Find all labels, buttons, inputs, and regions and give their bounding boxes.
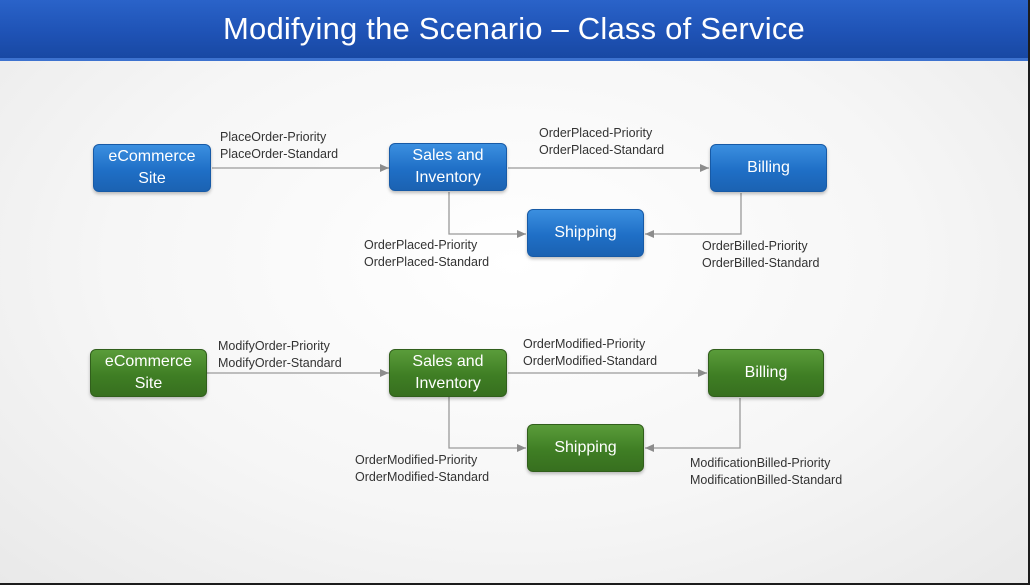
label-line: OrderModified-Priority <box>523 337 646 351</box>
connector-sales-to-shipping <box>448 397 526 452</box>
node-ecommerce-site: eCommerce Site <box>90 349 207 397</box>
slide-title: Modifying the Scenario – Class of Servic… <box>223 11 805 46</box>
label-line: PlaceOrder-Priority <box>220 130 327 144</box>
label-line: OrderModified-Priority <box>355 453 478 467</box>
label-line: OrderPlaced-Priority <box>539 126 653 140</box>
node-sales-and-inventory: Sales and Inventory <box>389 143 507 191</box>
label-line: ModificationBilled-Priority <box>690 456 831 470</box>
label-sales-to-shipping: OrderPlaced-Priority OrderPlaced-Standar… <box>364 237 489 271</box>
label-line: ModifyOrder-Priority <box>218 339 330 353</box>
label-line: OrderModified-Standard <box>523 354 658 368</box>
node-ecommerce-site: eCommerce Site <box>93 144 211 192</box>
connector-billing-to-shipping <box>645 398 741 452</box>
label-line: OrderBilled-Standard <box>702 256 820 270</box>
node-shipping: Shipping <box>527 209 644 257</box>
node-billing: Billing <box>708 349 824 397</box>
connector-billing-to-shipping <box>645 193 742 238</box>
node-shipping: Shipping <box>527 424 644 472</box>
label-sales-to-billing: OrderPlaced-Priority OrderPlaced-Standar… <box>539 125 664 159</box>
label-line: OrderPlaced-Standard <box>539 143 665 157</box>
label-sales-to-shipping: OrderModified-Priority OrderModified-Sta… <box>355 452 489 486</box>
label-billing-to-shipping: ModificationBilled-Priority Modification… <box>690 455 842 489</box>
label-line: OrderBilled-Priority <box>702 239 808 253</box>
title-bar: Modifying the Scenario – Class of Servic… <box>0 0 1028 61</box>
label-line: ModificationBilled-Standard <box>690 473 843 487</box>
label-line: OrderModified-Standard <box>355 470 490 484</box>
label-line: OrderPlaced-Standard <box>364 255 490 269</box>
label-billing-to-shipping: OrderBilled-Priority OrderBilled-Standar… <box>702 238 819 272</box>
label-line: OrderPlaced-Priority <box>364 238 478 252</box>
node-billing: Billing <box>710 144 827 192</box>
label-line: PlaceOrder-Standard <box>220 147 339 161</box>
label-ecommerce-to-sales: ModifyOrder-Priority ModifyOrder-Standar… <box>218 338 342 372</box>
label-sales-to-billing: OrderModified-Priority OrderModified-Sta… <box>523 336 657 370</box>
node-sales-and-inventory: Sales and Inventory <box>389 349 507 397</box>
label-ecommerce-to-sales: PlaceOrder-Priority PlaceOrder-Standard <box>220 129 338 163</box>
connector-sales-to-shipping <box>448 192 526 238</box>
label-line: ModifyOrder-Standard <box>218 356 342 370</box>
